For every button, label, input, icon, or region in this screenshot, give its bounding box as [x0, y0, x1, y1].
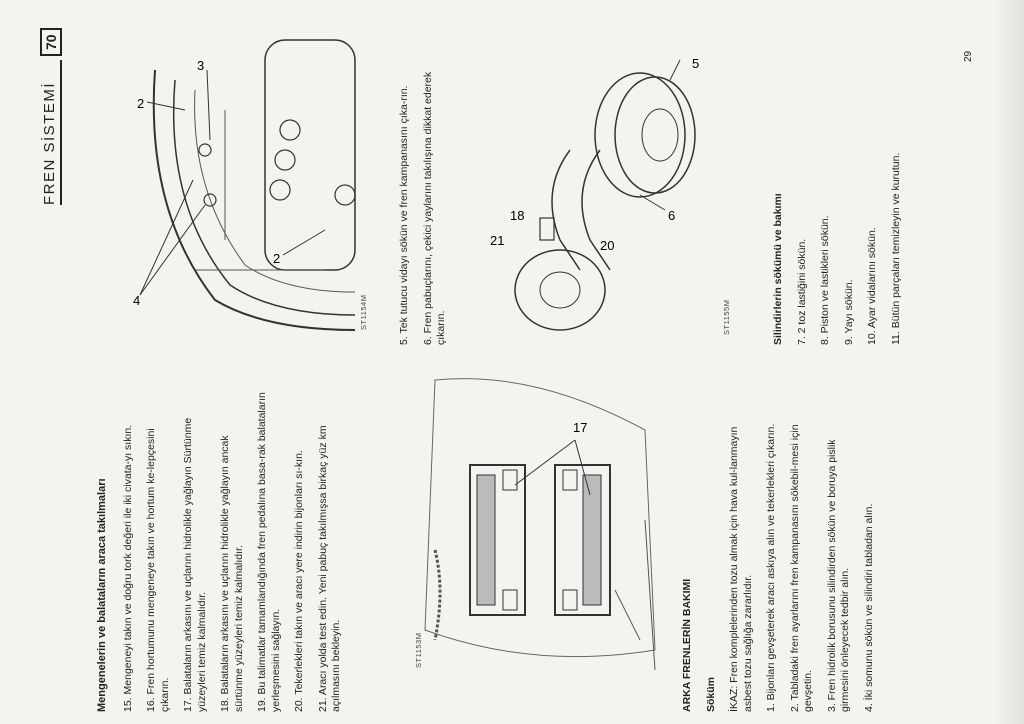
removal-step-3: 3. Fren hidrolik borusunu silindirden sö… [825, 439, 852, 712]
removal-heading: Söküm [704, 676, 717, 712]
figure-drum-brake: 5 6 18 21 20 [490, 56, 699, 331]
fig2-caption: ST1153M [414, 632, 423, 668]
step-11: 11. Bütün parçaları temizleyin ve kurutu… [889, 152, 902, 345]
step-5: 5. Tek tutucu vidayı sökün ve fren kampa… [398, 85, 410, 345]
step-8: 8. Piston ve lastikleri sökün. [819, 215, 831, 345]
figure-brake-hub: 4 2 3 2 [133, 39, 356, 331]
cylinder-maintenance-heading: Silindirlerin sökümü ve bakımı [772, 193, 784, 345]
fig1-label-2-bottom: 2 [273, 251, 280, 266]
step-15: 15. Mengeneyi takın ve doğru tork değeri… [121, 424, 134, 712]
step-7: 7. 2 toz lastiğini sökün. [795, 238, 808, 345]
fig3-label-20: 20 [600, 238, 614, 253]
instructions-heading: Mengenelerin ve balataların araca takılm… [96, 478, 108, 712]
right-column-top: 5. Tek tutucu vidayı sökün ve fren kampa… [398, 45, 459, 345]
fig3-label-5: 5 [692, 56, 699, 71]
fig2-label-17: 17 [573, 420, 587, 435]
step-17: 17. Balataların arkasını ve uçlarını hid… [182, 417, 208, 712]
step-21: 21. Aracı yolda test edin. Yeni pabuç ta… [316, 425, 343, 712]
removal-step-1: 1. Bijonları gevşeterek aracı askıya alı… [765, 423, 777, 712]
step-10: 10. Ayar vidalarını sökün. [866, 227, 878, 345]
step-18: 18. Balataların arkasını ve uçlarını hid… [219, 435, 245, 712]
right-column-bottom: Silindirlerin sökümü ve bakımı 7. 2 toz … [772, 45, 913, 345]
left-column-bottom: ARKA FRENLERİN BAKIMI Söküm İKAZ: Fren k… [681, 412, 886, 712]
step-9: 9. Yayı sökün. [842, 279, 855, 345]
fig1-label-2-top: 2 [137, 96, 144, 111]
page-header: FREN SİSTEMİ 70 [40, 28, 62, 205]
step-6: 6. Fren pabuçlarını, çekici yaylarını ta… [421, 71, 448, 345]
fig3-label-21: 21 [490, 233, 504, 248]
fig3-label-18: 18 [510, 208, 524, 223]
fig1-caption: ST1154M [359, 294, 368, 330]
fig3-label-6: 6 [668, 208, 675, 223]
fig1-label-3: 3 [197, 58, 204, 73]
removal-step-4: 4. İki somunu sökün ve silindiri tablada… [862, 503, 875, 712]
page-number: 29 [963, 50, 974, 62]
warning-text: İKAZ: Fren komplelerinden tozu almak içi… [728, 426, 754, 712]
chapter-number-badge: 70 [40, 28, 62, 56]
left-column-top: Mengenelerin ve balataların araca takılm… [96, 392, 354, 712]
step-19: 19. Bu talimatlar tamamlandığında fren p… [256, 392, 282, 712]
figure-caliper-pads: 17 [424, 378, 656, 670]
fig3-caption: ST1155M [722, 299, 731, 335]
section-title: FREN SİSTEMİ [40, 60, 62, 205]
step-20: 20. Tekerlekleri takın ve aracı yere ind… [293, 450, 305, 712]
step-16: 16. Fren hortumunu mengeneye takın ve ho… [145, 428, 171, 712]
page-edge-shadow [994, 0, 1024, 724]
removal-step-2: 2. Tabladaki fren ayarlarını fren kampan… [788, 424, 815, 712]
rear-brakes-heading: ARKA FRENLERİN BAKIMI [681, 578, 693, 712]
fig1-label-4: 4 [133, 293, 140, 308]
